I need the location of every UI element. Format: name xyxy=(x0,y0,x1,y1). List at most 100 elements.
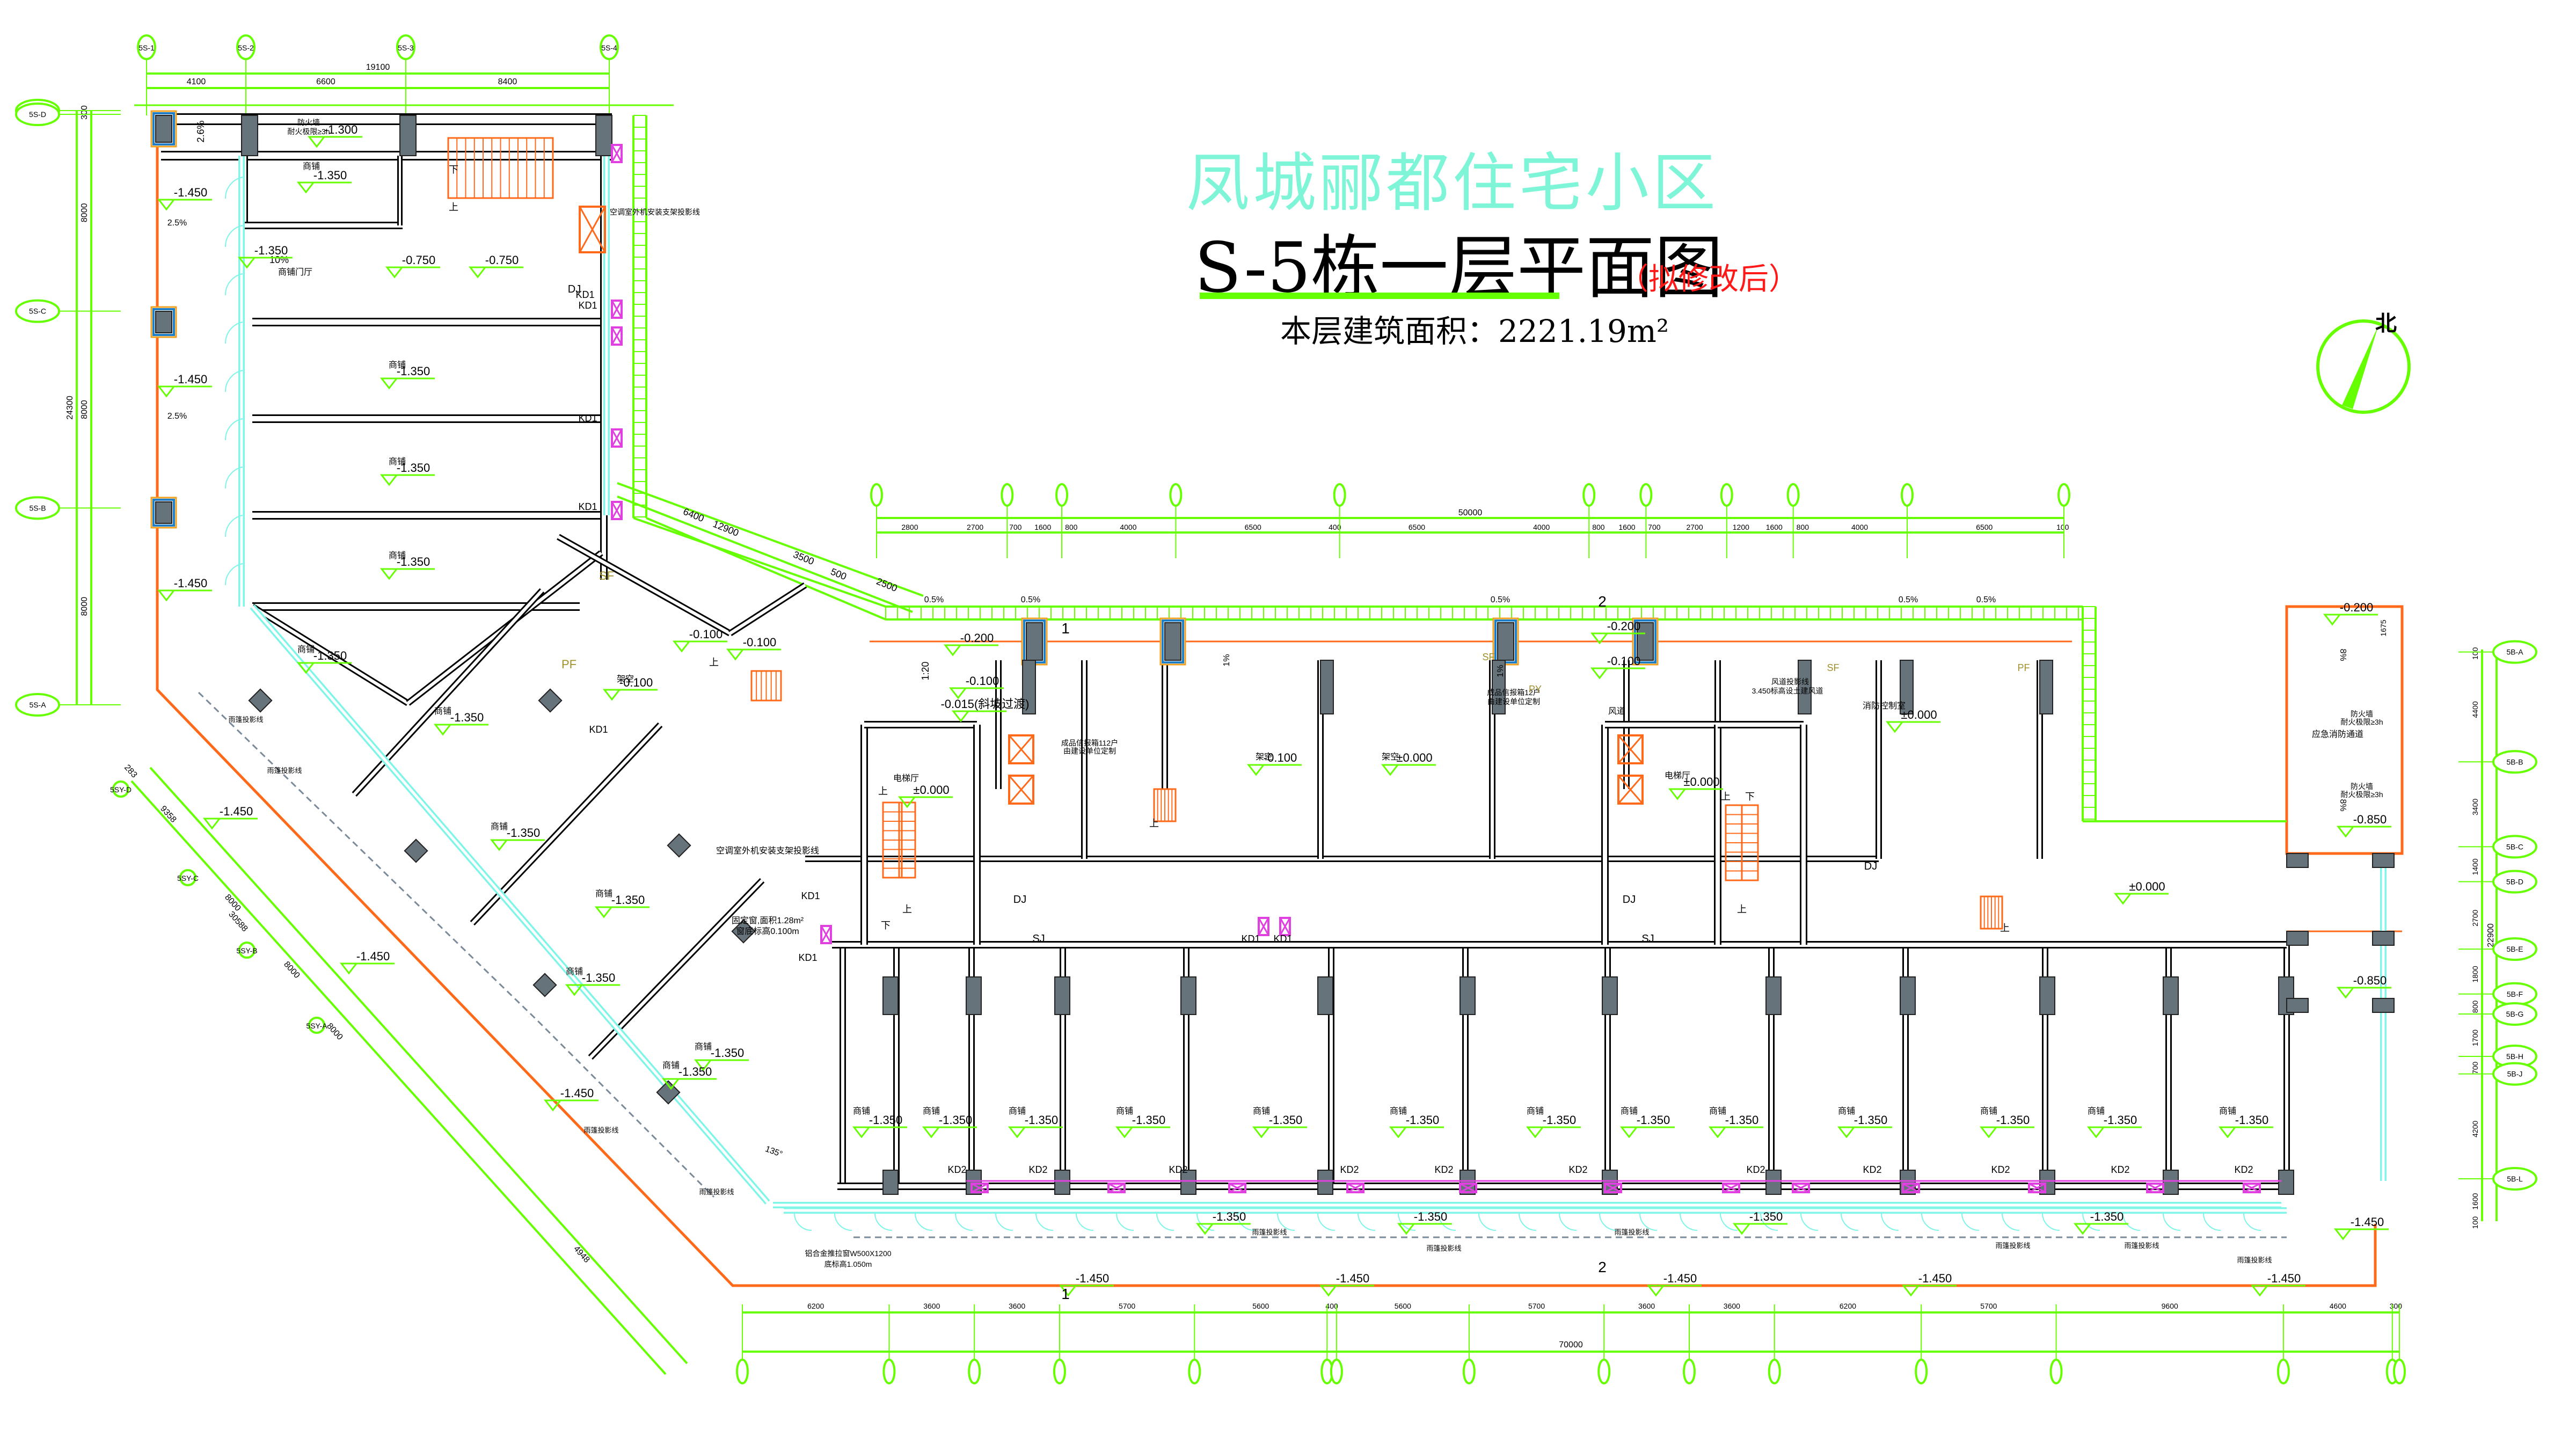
elevation-value: -1.350 xyxy=(1406,1113,1439,1127)
ac-unit-cross xyxy=(611,144,623,163)
dim-segment: 8000 xyxy=(282,960,302,980)
axis-bubble xyxy=(968,1359,981,1384)
axis-bubble xyxy=(1053,1359,1066,1384)
shaft-tag: PY xyxy=(1529,684,1542,695)
column xyxy=(2286,998,2309,1013)
elevation-value: -1.350 xyxy=(1414,1210,1447,1223)
dim-segment: 2800 xyxy=(901,523,918,531)
axis-bubble xyxy=(1768,1359,1781,1384)
dim-segment: 1800 xyxy=(2471,966,2479,982)
door-swing xyxy=(1277,1213,1295,1231)
elevation-value: -1.350 xyxy=(1213,1210,1246,1223)
room-label: 架空 xyxy=(1256,752,1273,762)
door-swing xyxy=(1639,1213,1658,1231)
dim-total: 19100 xyxy=(366,63,390,72)
column xyxy=(2278,1170,2294,1195)
door-swing xyxy=(1478,1213,1497,1231)
dim-segment: 9600 xyxy=(2162,1302,2178,1310)
elevation-marker xyxy=(490,839,509,851)
elevation-marker xyxy=(296,181,316,194)
stair-up-label: 上 xyxy=(2000,923,2010,933)
dim-total: 50000 xyxy=(1458,508,1483,517)
room-label: 商铺 xyxy=(2219,1106,2236,1116)
elevation-value: -1.350 xyxy=(397,555,430,568)
axis-bubble xyxy=(179,869,196,886)
section-marker: 1 xyxy=(1061,1286,1070,1302)
elevation-marker xyxy=(948,687,968,699)
elevation-value: -0.200 xyxy=(960,631,994,645)
elevation-value: -1.350 xyxy=(450,711,484,724)
dj-label: DJ xyxy=(1013,894,1026,906)
door-swing xyxy=(915,1213,933,1231)
dim-segment: 6500 xyxy=(1976,523,1993,531)
shaft-tag: PF xyxy=(2017,662,2030,673)
elevation-marker xyxy=(202,818,222,830)
axis-label: 5B-H xyxy=(2506,1052,2523,1061)
room-label: 商铺 xyxy=(434,706,451,716)
elevation-value: -0.200 xyxy=(1607,619,1640,633)
axis-bubble xyxy=(1582,483,1596,507)
axis-label: 5S-2 xyxy=(238,43,254,52)
kd1-label: KD1 xyxy=(578,300,597,311)
elevation-value: -0.750 xyxy=(402,253,435,267)
axis-label: 5B-D xyxy=(2506,878,2523,886)
axis-bubble xyxy=(2276,1359,2290,1384)
ac-unit-cross xyxy=(611,300,623,318)
axis-label: 5B-L xyxy=(2507,1174,2523,1183)
dim-segment: 1600 xyxy=(1766,523,1783,531)
kd1-label: KD1 xyxy=(1241,933,1260,944)
column xyxy=(1798,660,1812,714)
axis-bubble xyxy=(396,34,415,60)
ac-unit-icon xyxy=(1258,917,1269,936)
column xyxy=(248,688,273,713)
elevation-value: -1.450 xyxy=(1663,1272,1697,1285)
door-swing xyxy=(1961,1213,1980,1231)
elevation-value: -1.350 xyxy=(939,1113,972,1127)
axis-bubble xyxy=(236,34,256,60)
firewall-label: 防火墙 xyxy=(2351,782,2373,791)
room-label: 商铺 xyxy=(1390,1106,1407,1116)
elevation-marker xyxy=(1590,667,1609,680)
slope-label: 0.5% xyxy=(1491,595,1510,604)
elevation-marker xyxy=(943,644,962,656)
elevation-value: -1.350 xyxy=(397,461,430,475)
slope-label: 1% xyxy=(1222,654,1231,666)
dim-segment: 4100 xyxy=(187,77,206,86)
room-label: 商铺门厅 xyxy=(278,267,312,277)
elevation-value: -0.100 xyxy=(689,628,723,641)
kd2-label: KD2 xyxy=(1991,1164,2010,1175)
elevation-value: -1.450 xyxy=(220,805,253,818)
axis-bubble xyxy=(1169,483,1183,507)
axis-bubble xyxy=(1330,1359,1343,1384)
axis-label: 5B-A xyxy=(2506,648,2523,656)
elevation-value: -0.100 xyxy=(966,674,999,688)
door-swing xyxy=(224,515,243,537)
ac-unit-icon xyxy=(1228,1183,1246,1193)
elevation-value: -0.750 xyxy=(485,253,519,267)
elevation-marker xyxy=(2250,1285,2269,1297)
dim-segment: 100 xyxy=(2471,1216,2479,1229)
canopy-label: 雨篷投影线 xyxy=(2237,1256,2272,1264)
axis-bubble xyxy=(1901,483,1914,507)
title-underline xyxy=(1200,293,1559,299)
elevator-icon xyxy=(1617,775,1644,805)
room-label: 商铺 xyxy=(695,1042,712,1052)
axis-label: 5SY-A xyxy=(306,1022,327,1030)
kd1-label: KD1 xyxy=(578,501,597,512)
column-frame-inner xyxy=(1634,619,1656,663)
dim-segment: 4600 xyxy=(2330,1302,2346,1310)
elevation-marker xyxy=(307,136,326,148)
sill-height-label: 窗底标高0.100m xyxy=(736,926,799,936)
elevation-marker xyxy=(1252,1126,1271,1139)
column xyxy=(2039,976,2055,1015)
dim-segment: 8000 xyxy=(80,203,89,222)
elevation-value: -1.350 xyxy=(611,893,645,907)
kd2-label: KD2 xyxy=(1746,1164,1765,1175)
room-label: 商铺 xyxy=(303,162,320,171)
column xyxy=(595,115,612,156)
axis-bubble xyxy=(2492,750,2537,774)
door-swing xyxy=(1680,1213,1698,1231)
door-swing xyxy=(2082,1213,2100,1231)
column xyxy=(399,115,417,156)
axis-label: 5B-C xyxy=(2506,842,2523,851)
